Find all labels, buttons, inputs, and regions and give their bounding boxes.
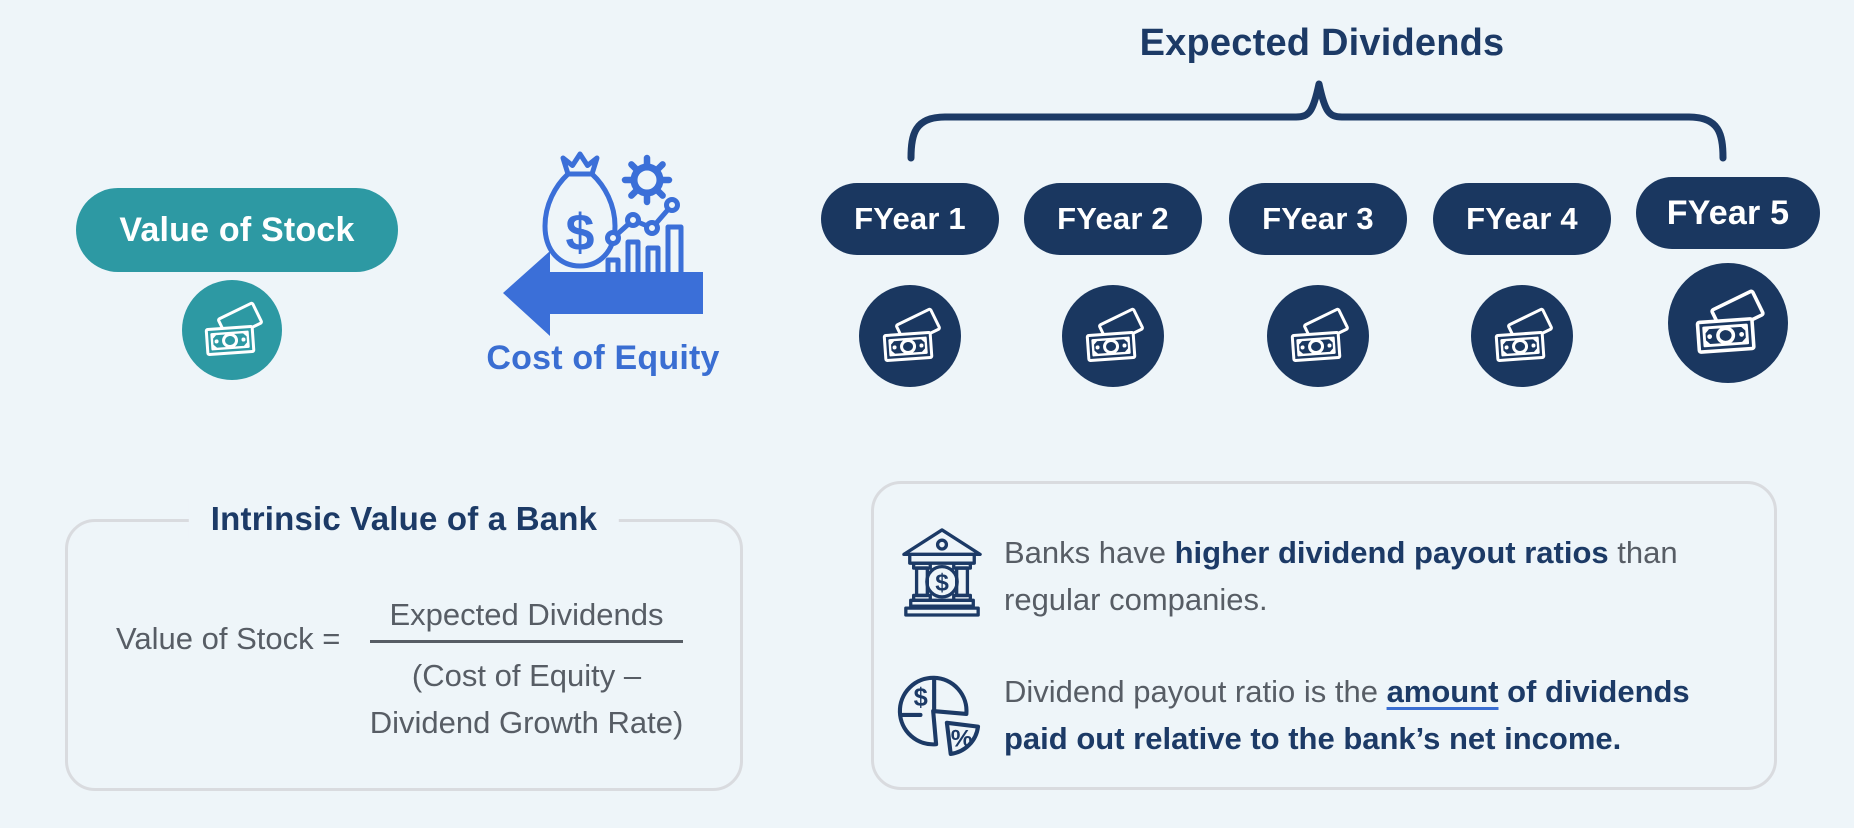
fyear-2-money-badge [1062,285,1164,387]
formula-numerator: Expected Dividends [389,597,664,632]
formula-lhs: Value of Stock = [116,621,341,656]
brace-bracket [907,80,1727,162]
fyear-2-label: FYear 2 [1057,201,1169,236]
fyear-2-pill: FYear 2 [1024,183,1202,255]
formula-denominator-line1: (Cost of Equity – [411,658,642,693]
intrinsic-value-box: Intrinsic Value of a Bank Value of Stock… [65,500,743,791]
fyear-4-pill: FYear 4 [1433,183,1611,255]
expected-dividends-title: Expected Dividends [1139,22,1505,64]
info-text-segment: Banks have [1004,535,1175,570]
info-text-underlined: amount [1386,674,1499,709]
fyear-1-pill: FYear 1 [821,183,999,255]
info-text-bold: higher dividend payout ratios [1174,535,1609,570]
value-of-stock-pill: Value of Stock [76,188,398,272]
fyear-5-pill: FYear 5 [1636,177,1820,249]
fyear-3-money-badge [1267,285,1369,387]
fyear-5-money-badge [1668,263,1788,383]
fyear-1-label: FYear 1 [854,201,966,236]
cost-of-equity-label: Cost of Equity [486,339,720,377]
pie-percent-icon [894,666,988,760]
left-arrow-icon [500,248,705,340]
banknotes-icon [878,304,942,368]
value-of-stock-label: Value of Stock [119,210,355,249]
banknotes-icon [1490,304,1554,368]
info-text-segment: than regular companies. [1004,535,1678,617]
fyear-4-money-badge [1471,285,1573,387]
info-text-segment: Dividend payout ratio is the [1004,674,1387,709]
fyear-3-pill: FYear 3 [1229,183,1407,255]
banknotes-icon [1081,304,1145,368]
fyear-5-label: FYear 5 [1666,193,1790,232]
fyear-3-label: FYear 3 [1262,201,1374,236]
intrinsic-value-title: Intrinsic Value of a Bank [188,500,620,538]
bank-icon [899,524,985,614]
info-item-payout-ratio: Dividend payout ratio is the amount of d… [1004,668,1749,762]
fyear-4-label: FYear 4 [1466,201,1578,236]
info-item-bank-payout: Banks have higher dividend payout ratios… [1004,529,1749,623]
value-of-stock-money-badge [182,280,282,380]
banknotes-icon [1690,285,1766,361]
info-text-bold: of dividends paid out relative to the ba… [1004,674,1690,756]
banknotes-icon [1286,304,1350,368]
fyear-1-money-badge [859,285,961,387]
fraction-bar [370,640,683,643]
dividend-info-box: Banks have higher dividend payout ratios… [871,481,1777,790]
banknotes-icon [200,298,264,362]
formula-denominator-line2: Dividend Growth Rate) [369,705,684,740]
formula-fraction: Expected Dividends (Cost of Equity – Div… [369,596,684,746]
